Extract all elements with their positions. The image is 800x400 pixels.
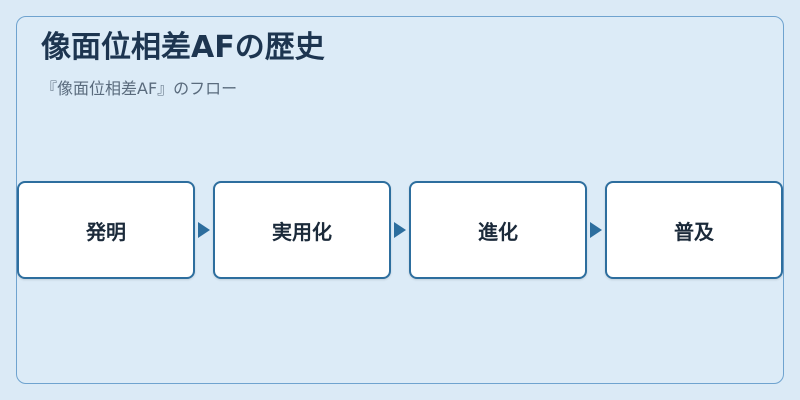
flow-step-adoption: 普及 [605, 181, 783, 279]
arrow-right-icon [590, 222, 602, 238]
flow-step-label: 普及 [674, 219, 714, 244]
flow-step-label: 発明 [86, 219, 126, 244]
arrow-right-icon [198, 222, 210, 238]
flow-step-label: 進化 [478, 219, 518, 244]
flow-step-label: 実用化 [272, 219, 332, 244]
flow-step-invention: 発明 [17, 181, 195, 279]
page-title: 像面位相差AFの歴史 [41, 30, 325, 65]
arrow-right-icon [394, 222, 406, 238]
flow-step-evolution: 進化 [409, 181, 587, 279]
page-subtitle: 『像面位相差AF』のフロー [41, 79, 238, 98]
flow-step-practical-use: 実用化 [213, 181, 391, 279]
